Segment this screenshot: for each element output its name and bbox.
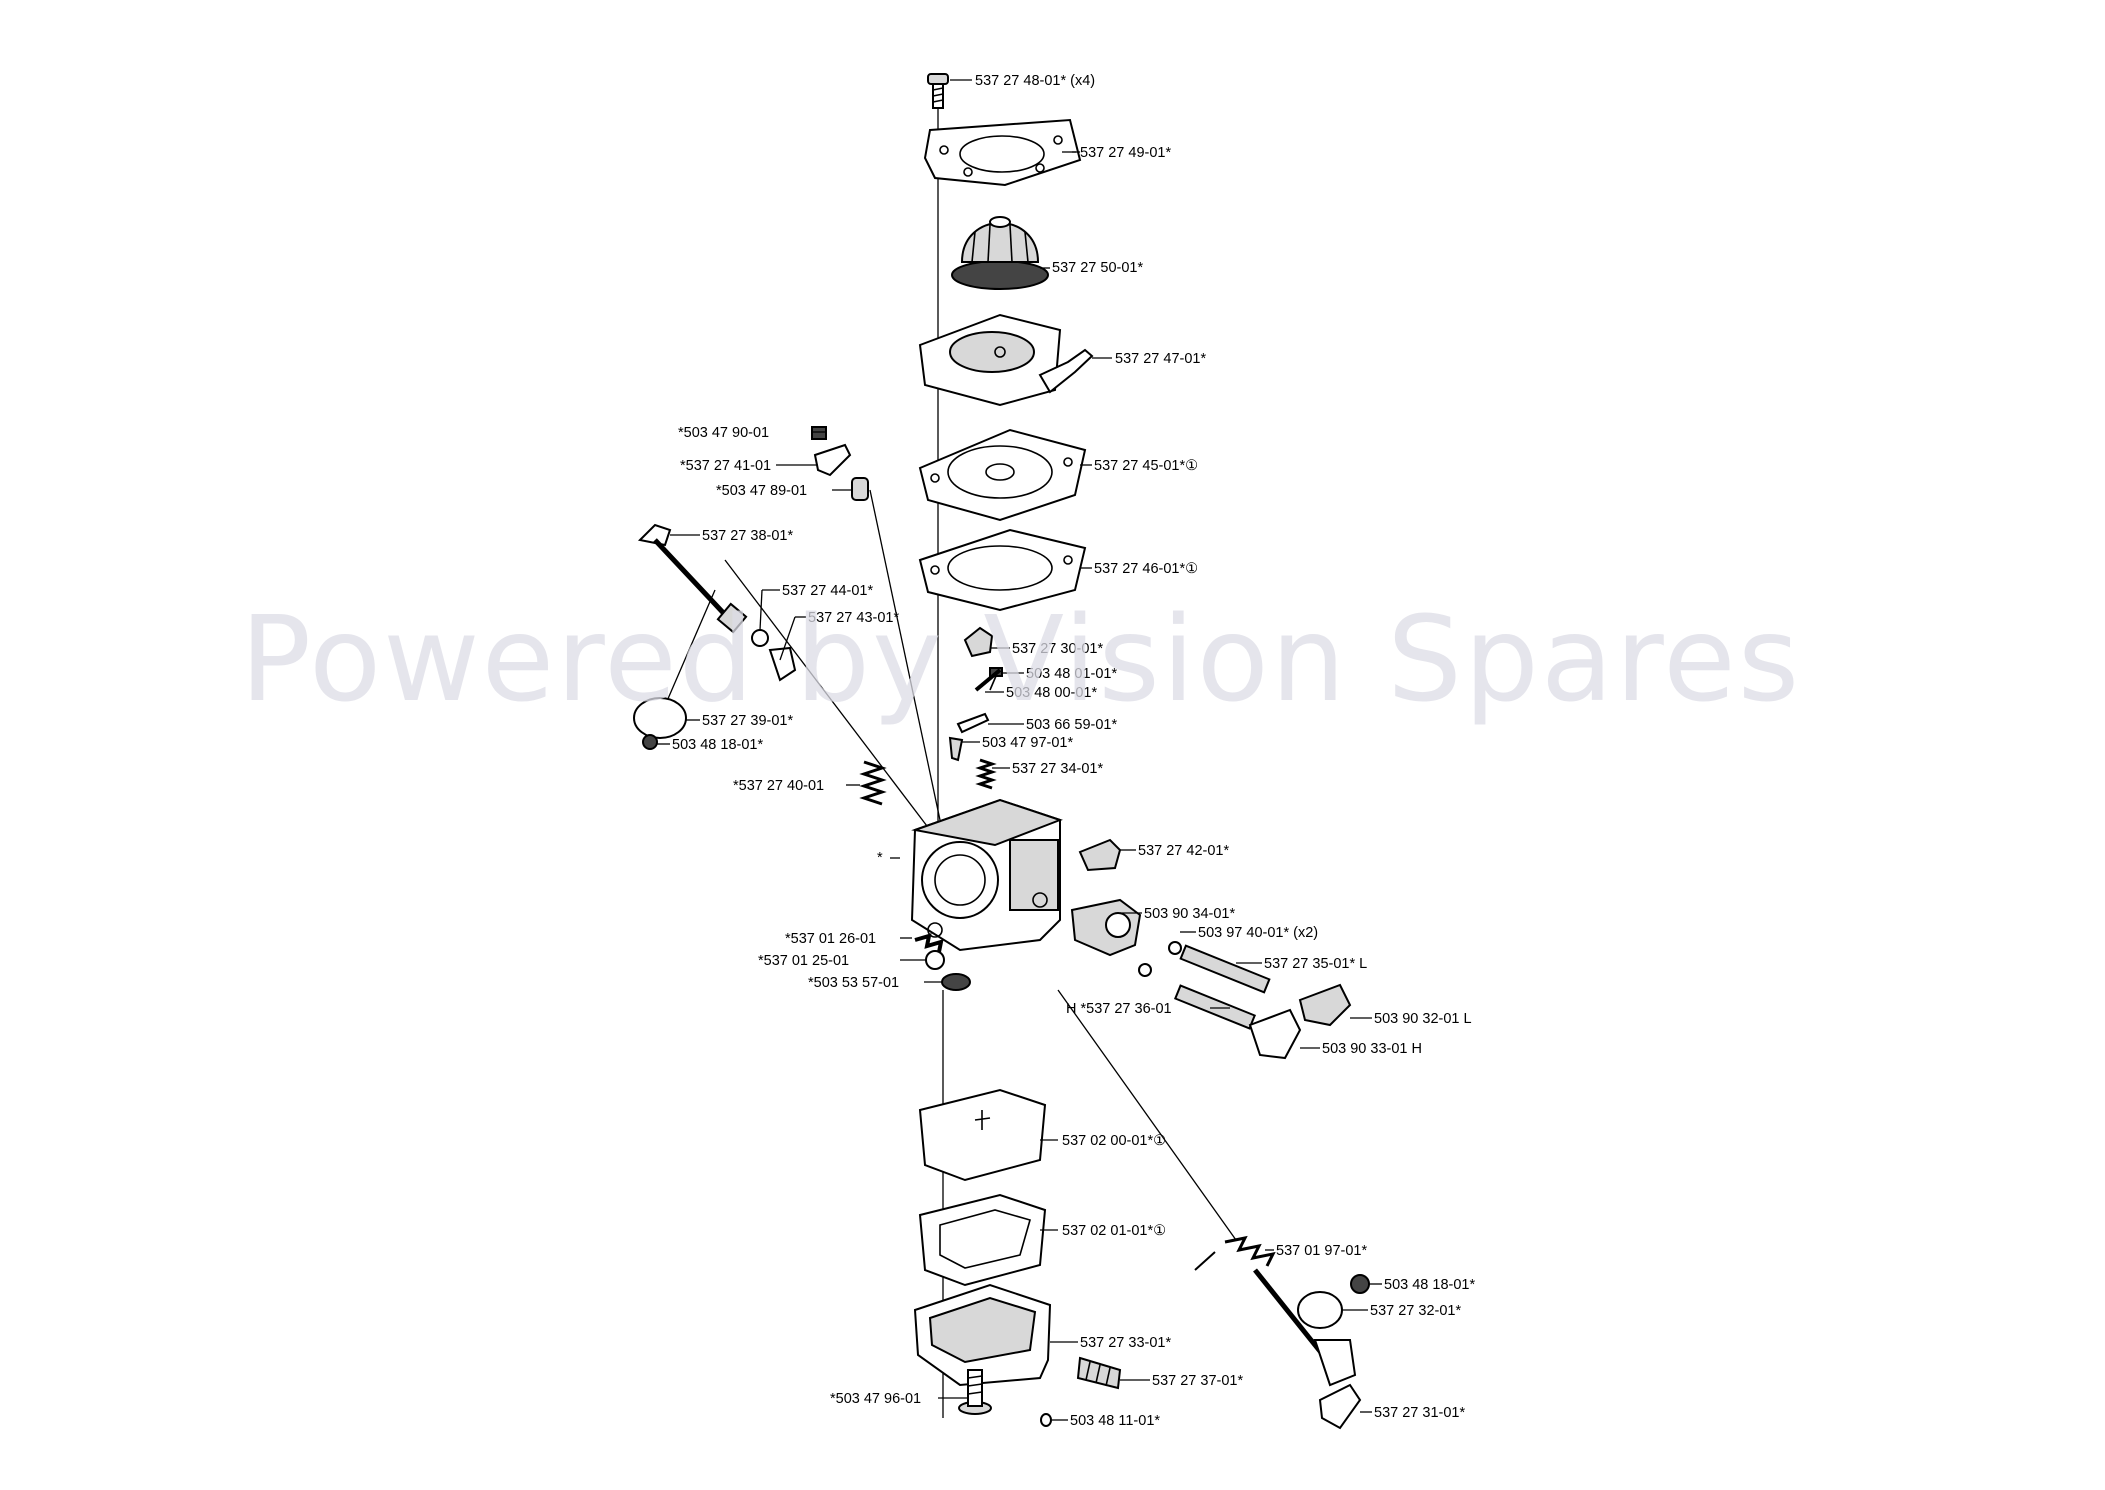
callout-label: 537 01 97-01* [1276, 1243, 1367, 1259]
low-needle-part[interactable] [1179, 944, 1271, 994]
callout-label: H *537 27 36-01 [1066, 1001, 1172, 1017]
inlet-needle-part[interactable] [948, 736, 964, 762]
assembly-axis-lines [647, 108, 1237, 1418]
callout-label: 503 48 00-01* [1006, 685, 1097, 701]
choke-lever-lower-part[interactable] [1318, 1383, 1362, 1430]
needle-lever-part[interactable] [956, 712, 990, 734]
callout-label: 503 90 32-01 L [1374, 1011, 1472, 1027]
choke-screw-part[interactable] [1350, 1274, 1370, 1294]
pump-gasket-part[interactable] [918, 528, 1087, 612]
callout-label: 503 90 34-01* [1144, 906, 1235, 922]
callout-label: 537 27 49-01* [1080, 145, 1171, 161]
callout-label: 503 90 33-01 H [1322, 1041, 1422, 1057]
primer-bulb-part[interactable] [951, 216, 1049, 290]
callout-label: 537 27 48-01* (x4) [975, 73, 1095, 89]
callout-label: *503 47 89-01 [716, 483, 807, 499]
pump-cover-part[interactable] [918, 313, 1094, 407]
screw-left-part[interactable] [811, 426, 827, 440]
metering-gasket-part[interactable] [918, 1193, 1047, 1287]
bracket-part[interactable] [813, 443, 852, 477]
ball-part[interactable] [925, 950, 945, 970]
callout-label: 537 27 37-01* [1152, 1373, 1243, 1389]
callout-label: 537 27 34-01* [1012, 761, 1103, 777]
metering-cover-part[interactable] [913, 1283, 1052, 1387]
callout-label: *537 01 25-01 [758, 953, 849, 969]
callout-label: 537 27 44-01* [782, 583, 873, 599]
callout-label: 503 48 01-01* [1026, 666, 1117, 682]
cap-part[interactable] [1078, 838, 1122, 872]
inlet-needle-seat-part[interactable] [963, 626, 994, 658]
callout-label: 537 27 33-01* [1080, 1335, 1171, 1351]
high-needle-part[interactable] [1173, 984, 1257, 1030]
bottom-screw-part[interactable] [958, 1369, 992, 1415]
callout-label: * [877, 850, 883, 866]
idle-spring-part[interactable] [914, 933, 944, 953]
callout-label: 537 27 43-01* [808, 610, 899, 626]
screw-part[interactable] [927, 73, 949, 109]
callout-label: 537 27 47-01* [1115, 351, 1206, 367]
callout-label: 503 48 18-01* [1384, 1277, 1475, 1293]
callout-label: 537 27 39-01* [702, 713, 793, 729]
callout-label: 537 27 38-01* [702, 528, 793, 544]
callout-labels: 537 27 48-01* (x4) 537 27 49-01* 537 27 … [672, 73, 1475, 1429]
callout-label: 503 48 18-01* [672, 737, 763, 753]
callout-label: 537 27 42-01* [1138, 843, 1229, 859]
filter-screen-part[interactable] [941, 973, 971, 991]
throttle-shaft-part[interactable] [637, 523, 748, 634]
oring-part[interactable] [1138, 941, 1182, 977]
callout-label: *537 01 26-01 [785, 931, 876, 947]
callout-label: 503 66 59-01* [1026, 717, 1117, 733]
callout-label: 537 02 00-01*① [1062, 1133, 1166, 1149]
carburetor-body-part[interactable] [910, 798, 1063, 952]
callout-label: 537 27 32-01* [1370, 1303, 1461, 1319]
callout-label: *537 27 40-01 [733, 778, 824, 794]
callout-label: *503 47 90-01 [678, 425, 769, 441]
metering-spring-part[interactable] [975, 758, 997, 790]
adjust-screw-part[interactable] [1076, 1356, 1122, 1390]
callout-label: 537 27 31-01* [1374, 1405, 1465, 1421]
choke-spring-part[interactable] [1194, 1235, 1276, 1271]
cover-plate-part[interactable] [923, 118, 1082, 187]
low-limiter-part[interactable] [1298, 983, 1352, 1027]
high-limiter-part[interactable] [1248, 1008, 1302, 1060]
callout-label: 503 48 11-01* [1070, 1413, 1160, 1429]
callout-label: 537 27 46-01*① [1094, 561, 1198, 577]
callout-label: 537 27 45-01*① [1094, 458, 1198, 474]
callout-label: 537 02 01-01*① [1062, 1223, 1166, 1239]
metering-diaphragm-part[interactable] [918, 1088, 1047, 1182]
callout-leaders [657, 79, 1382, 1421]
callout-label: *503 53 57-01 [808, 975, 899, 991]
check-valve-part[interactable] [1040, 1413, 1052, 1427]
throttle-spring-part[interactable] [859, 760, 887, 806]
choke-plate-part[interactable] [1297, 1291, 1343, 1329]
callout-label: *503 47 96-01 [830, 1391, 921, 1407]
callout-label: 537 27 50-01* [1052, 260, 1143, 276]
callout-label: 503 47 97-01* [982, 735, 1073, 751]
limiter-cap-part[interactable] [1070, 898, 1142, 957]
throttle-valve-part[interactable] [633, 697, 687, 750]
callout-label: 503 97 40-01* (x2) [1198, 925, 1318, 941]
pump-diaphragm-part[interactable] [918, 428, 1087, 522]
watermark: Powered by Vision Spares [240, 590, 1801, 728]
callout-label: 537 27 35-01* L [1264, 956, 1367, 972]
callout-label: *537 27 41-01 [680, 458, 771, 474]
pin-part[interactable] [974, 668, 1002, 692]
callout-label: 537 27 30-01* [1012, 641, 1103, 657]
choke-shaft-part[interactable] [1253, 1268, 1357, 1387]
bushing-part[interactable] [851, 477, 869, 501]
